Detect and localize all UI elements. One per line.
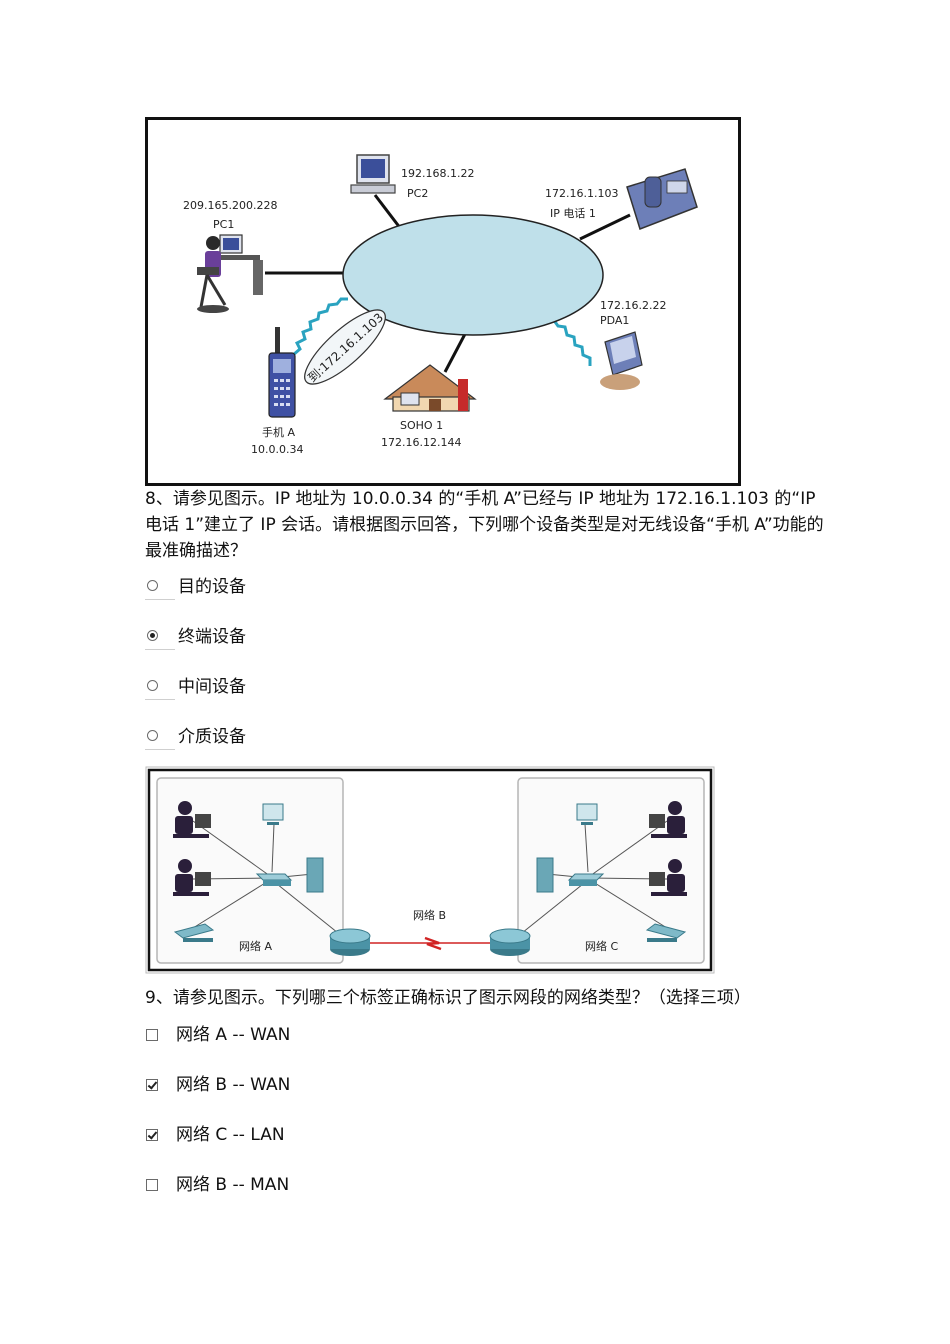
pc2-ip: 192.168.1.22 [401,167,474,180]
network-diagram-2: 网络 A 网络 B 网络 C [145,766,715,974]
ip-phone-icons [173,923,687,942]
q9-option-3[interactable]: 网络 C -- LAN [145,1122,285,1148]
network-c-label: 网络 C [585,939,618,953]
router-icon-c [489,928,531,956]
network-figure-2: 网络 A 网络 B 网络 C [145,766,715,974]
serial-zigzag-icon [424,936,442,951]
soho-name: SOHO 1 [400,419,443,432]
q8-option-4-label: 介质设备 [178,727,246,747]
radio-button[interactable] [147,730,158,741]
switch-icon-c [567,873,605,886]
q8-option-2[interactable]: 终端设备 [145,624,246,650]
network-figure-1: 到:172.16.1.103 192.168.1.22 PC2 172.16.1… [145,117,741,486]
radio-button-selected[interactable] [147,630,158,641]
q8-option-3[interactable]: 中间设备 [145,674,246,700]
q9-option-1[interactable]: 网络 A -- WAN [145,1022,290,1048]
question-9-text: 9、请参见图示。下列哪三个标签正确标识了图示网段的网络类型？（选择三项） [145,988,751,1008]
monitor-icon-c [576,803,598,825]
q9-option-4[interactable]: 网络 B -- MAN [145,1172,289,1198]
q9-option-3-label: 网络 C -- LAN [176,1125,285,1145]
soho-ip: 172.16.12.144 [381,436,461,449]
q8-option-2-label: 终端设备 [178,627,246,647]
checkbox-checked[interactable] [146,1129,158,1141]
q8-option-1-label: 目的设备 [178,577,246,597]
checkbox[interactable] [146,1179,158,1191]
wireless-link-phone [292,297,348,357]
switch-icon-a [255,873,293,886]
question-8-text: 8、请参见图示。IP 地址为 10.0.0.34 的“手机 A”已经与 IP 地… [145,489,824,561]
pda-ip: 172.16.2.22 [600,299,666,312]
radio-button[interactable] [147,680,158,691]
checkbox-checked[interactable] [146,1079,158,1091]
link-soho [443,333,467,373]
link-ipphone [579,213,631,241]
q8-option-3-label: 中间设备 [178,677,246,697]
pda-icon [600,331,643,390]
pc1-ip: 209.165.200.228 [183,199,277,212]
checkbox[interactable] [146,1029,158,1041]
router-icon-a [329,928,371,956]
phone-ip: 10.0.0.34 [251,443,303,456]
soho-house-icon [383,364,477,412]
network-b-label: 网络 B [413,908,446,922]
q9-option-1-label: 网络 A -- WAN [176,1025,291,1045]
pda-name: PDA1 [600,314,629,327]
phone-name: 手机 A [262,425,295,439]
radio-button[interactable] [147,580,158,591]
monitor-icon-a [262,803,284,825]
q9-option-2-label: 网络 B -- WAN [176,1075,291,1095]
ipphone-name: IP 电话 1 [550,207,596,220]
network-diagram-1: 到:172.16.1.103 192.168.1.22 PC2 172.16.1… [145,117,741,486]
mobile-phone-icon [268,327,296,418]
pc2-name: PC2 [407,187,428,200]
server-icon-c [536,857,554,893]
network-a-label: 网络 A [239,939,272,953]
network-cloud [342,214,604,336]
q9-option-4-label: 网络 B -- MAN [176,1175,290,1195]
q9-option-2[interactable]: 网络 B -- WAN [145,1072,290,1098]
pc1-name: PC1 [213,218,234,231]
ip-phone-icon [626,168,698,230]
server-icon-a [306,857,324,893]
wireless-link-pda [551,318,592,366]
q8-option-4[interactable]: 介质设备 [145,724,246,750]
q8-option-1[interactable]: 目的设备 [145,574,246,600]
pc1-workstation-icon [197,234,263,313]
pc2-icon [350,154,396,194]
user-workstation-icons [173,801,687,896]
ipphone-ip: 172.16.1.103 [545,187,618,200]
